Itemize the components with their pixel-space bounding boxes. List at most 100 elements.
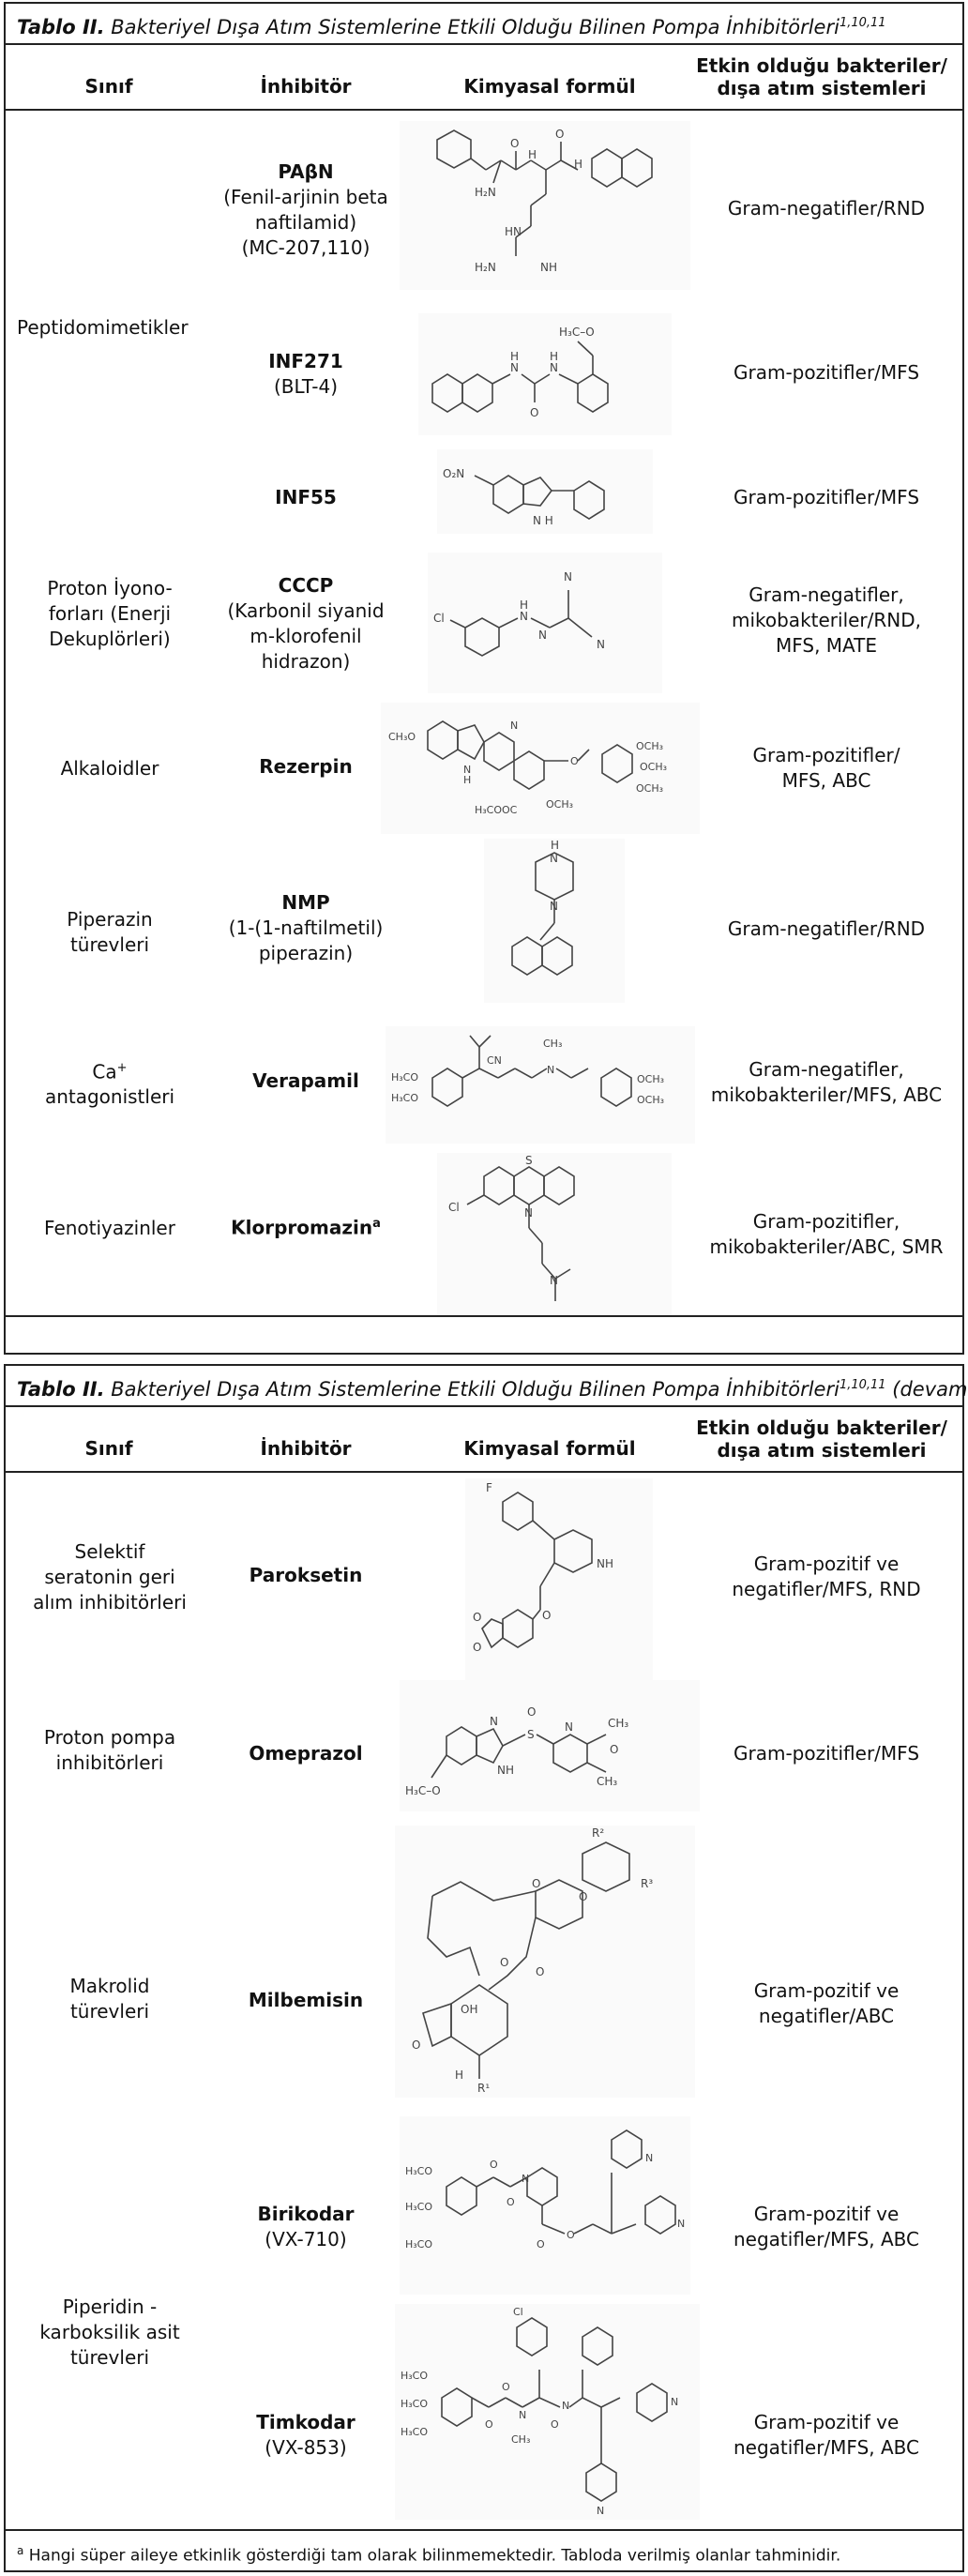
structure-rezerpin: CH₃O N H N O H₃COOC OCH₃ OCH₃ OCH₃ OCH₃ xyxy=(381,703,700,834)
class-alkaloidler: Alkaloidler xyxy=(6,750,214,787)
bacteria-text: Gram-negatifler/RND xyxy=(727,196,926,220)
label: O xyxy=(502,2381,510,2393)
bacteria-text: MFS, ABC xyxy=(781,769,871,792)
label: O xyxy=(473,1611,481,1624)
label: H xyxy=(551,839,559,852)
label: O xyxy=(537,2238,545,2250)
label: N H xyxy=(533,514,553,527)
class-fenotiyazinler: Fenotiyazinler xyxy=(6,1209,214,1247)
inhibitor-desc: (MC-207,110) xyxy=(241,236,371,259)
inhibitor-desc: (VX-853) xyxy=(265,2436,347,2459)
bacteria-inf271: Gram-pozitifler/MFS xyxy=(690,356,962,389)
class-label-line: Selektif xyxy=(74,1539,145,1563)
label: H₃CO xyxy=(391,1071,418,1083)
label: NH xyxy=(540,261,557,274)
label: O xyxy=(532,1877,540,1890)
label: N xyxy=(564,570,572,583)
structure-inf55: O₂N N H xyxy=(437,449,653,534)
label: N xyxy=(550,1274,558,1287)
inhibitor-inf271: INF271 (BLT-4) xyxy=(203,346,409,402)
class-label-line: Proton pompa xyxy=(43,1726,176,1749)
label: NH xyxy=(497,1764,514,1777)
inhibitor-name-text: Klorpromazin xyxy=(231,1216,373,1239)
label: H₃C–O xyxy=(405,1784,441,1797)
label: N xyxy=(550,900,558,913)
label: O xyxy=(567,2229,575,2241)
class-label-line: Makrolid xyxy=(69,1975,150,1997)
bacteria-omeprazol: Gram-pozitifler/MFS xyxy=(690,1736,962,1770)
bacteria-text: negatifler/MFS, ABC xyxy=(733,2228,920,2250)
label: H₃CO xyxy=(405,2201,432,2213)
class-proton-iyonoforlari: Proton İyono- forları (Enerji Dekuplörle… xyxy=(6,567,214,660)
class-label-line: Piperazin xyxy=(67,908,153,931)
bacteria-text: negatifler/MFS, RND xyxy=(732,1578,921,1600)
bacteria-inf55: Gram-pozitifler/MFS xyxy=(690,480,962,514)
label: R¹ xyxy=(477,2082,490,2095)
inhibitor-name: NMP xyxy=(281,890,330,914)
label: H₃CO xyxy=(401,2370,428,2382)
class-ca-antagonistleri: Ca+ antagonistleri xyxy=(6,1050,214,1115)
label: O xyxy=(579,1890,587,1903)
inhibitor-desc: (1-(1-naftilmetil) xyxy=(228,916,384,939)
inhibitor-klorpromazin: Klorpromazina xyxy=(203,1209,409,1243)
bacteria-timkodar: Gram-pozitif ve negatifler/MFS, ABC xyxy=(690,2407,962,2463)
inhibitor-name: Milbemisin xyxy=(248,1988,364,2011)
inhibitor-name: INF271 xyxy=(268,350,343,372)
structure-verapamil: CN CH₃ N H₃CO H₃CO OCH₃ OCH₃ xyxy=(386,1026,695,1144)
header-bakteri-line2: dışa atım sistemleri xyxy=(717,1439,927,1462)
label: N xyxy=(520,610,528,623)
label: O xyxy=(536,1965,544,1978)
label: OCH₃ xyxy=(637,1073,664,1085)
table-caption: Tablo II. Bakteriyel Dışa Atım Sistemler… xyxy=(6,1366,968,1407)
inhibitor-name: Timkodar xyxy=(256,2411,355,2433)
label: O xyxy=(570,755,579,767)
label: O xyxy=(473,1641,481,1654)
structure-inf271: N H N H O H₃C–O xyxy=(418,313,672,435)
label: O xyxy=(412,2038,420,2052)
inhibitor-desc: (BLT-4) xyxy=(273,375,339,398)
label: H₂N xyxy=(475,186,496,199)
class-label-line: Dekuplörleri) xyxy=(49,627,171,650)
label: CN xyxy=(487,1054,502,1067)
header-bakteri-line2: dışa atım sistemleri xyxy=(717,77,927,99)
label: OCH₃ xyxy=(546,798,573,811)
label: N xyxy=(565,1720,573,1734)
label: N xyxy=(550,852,558,865)
bacteria-text: mikobakteriler/MFS, ABC xyxy=(710,1083,943,1106)
label: O xyxy=(510,137,519,150)
label: F xyxy=(486,1481,492,1494)
inhibitor-desc: piperazin) xyxy=(258,941,354,964)
label: N xyxy=(522,2173,529,2185)
inhibitor-name: INF55 xyxy=(275,485,337,508)
inhibitor-desc: hidrazon) xyxy=(261,650,351,673)
table-header: Sınıf İnhibitör Kimyasal formül Etkin ol… xyxy=(6,45,962,111)
class-label-line: antagonistleri xyxy=(44,1085,175,1109)
footnote-text: Hangi süper aileye etkinlik gösterdiği t… xyxy=(23,2546,841,2566)
label: CH₃O xyxy=(388,731,416,743)
label: CH₃ xyxy=(608,1717,628,1730)
structure-pabn: H₂N O O H H HN NH H₂N xyxy=(400,121,690,290)
inhibitor-desc: (Karbonil siyanid xyxy=(227,599,385,622)
bacteria-text: Gram-pozitif ve xyxy=(753,1979,900,2002)
class-proton-pompa: Proton pompa inhibitörleri xyxy=(6,1722,214,1779)
label: OCH₃ xyxy=(636,740,663,752)
inhibitor-nmp: NMP (1-(1-naftilmetil) piperazin) xyxy=(203,886,409,970)
class-peptidomimetikler: Peptidomimetikler xyxy=(17,309,204,346)
label: O xyxy=(527,1705,536,1719)
bacteria-text: negatifler/ABC xyxy=(758,2005,895,2027)
label: OCH₃ xyxy=(636,782,663,795)
bacteria-klorpromazin: Gram-pozitifler, mikobakteriler/ABC, SMR xyxy=(690,1206,962,1263)
label: N xyxy=(510,361,519,374)
label: Cl xyxy=(433,612,445,625)
class-ssri: Selektif seratonin geri alım inhibitörle… xyxy=(6,1535,214,1619)
label: H xyxy=(528,148,537,161)
inhibitor-rezerpin: Rezerpin xyxy=(203,750,409,783)
caption-label: Tablo II. xyxy=(17,16,105,38)
class-label-line: Piperidin - xyxy=(62,2295,158,2318)
bacteria-text: Gram-pozitif ve xyxy=(753,2411,900,2433)
label: H₃CO xyxy=(405,2165,432,2177)
bacteria-text: Gram-pozitifler/MFS xyxy=(733,485,920,508)
structure-timkodar: Cl H₃CO H₃CO H₃CO O O N CH₃ O N N N xyxy=(395,2304,700,2520)
bacteria-nmp: Gram-negatifler/RND xyxy=(690,912,962,946)
label: Cl xyxy=(448,1201,460,1214)
